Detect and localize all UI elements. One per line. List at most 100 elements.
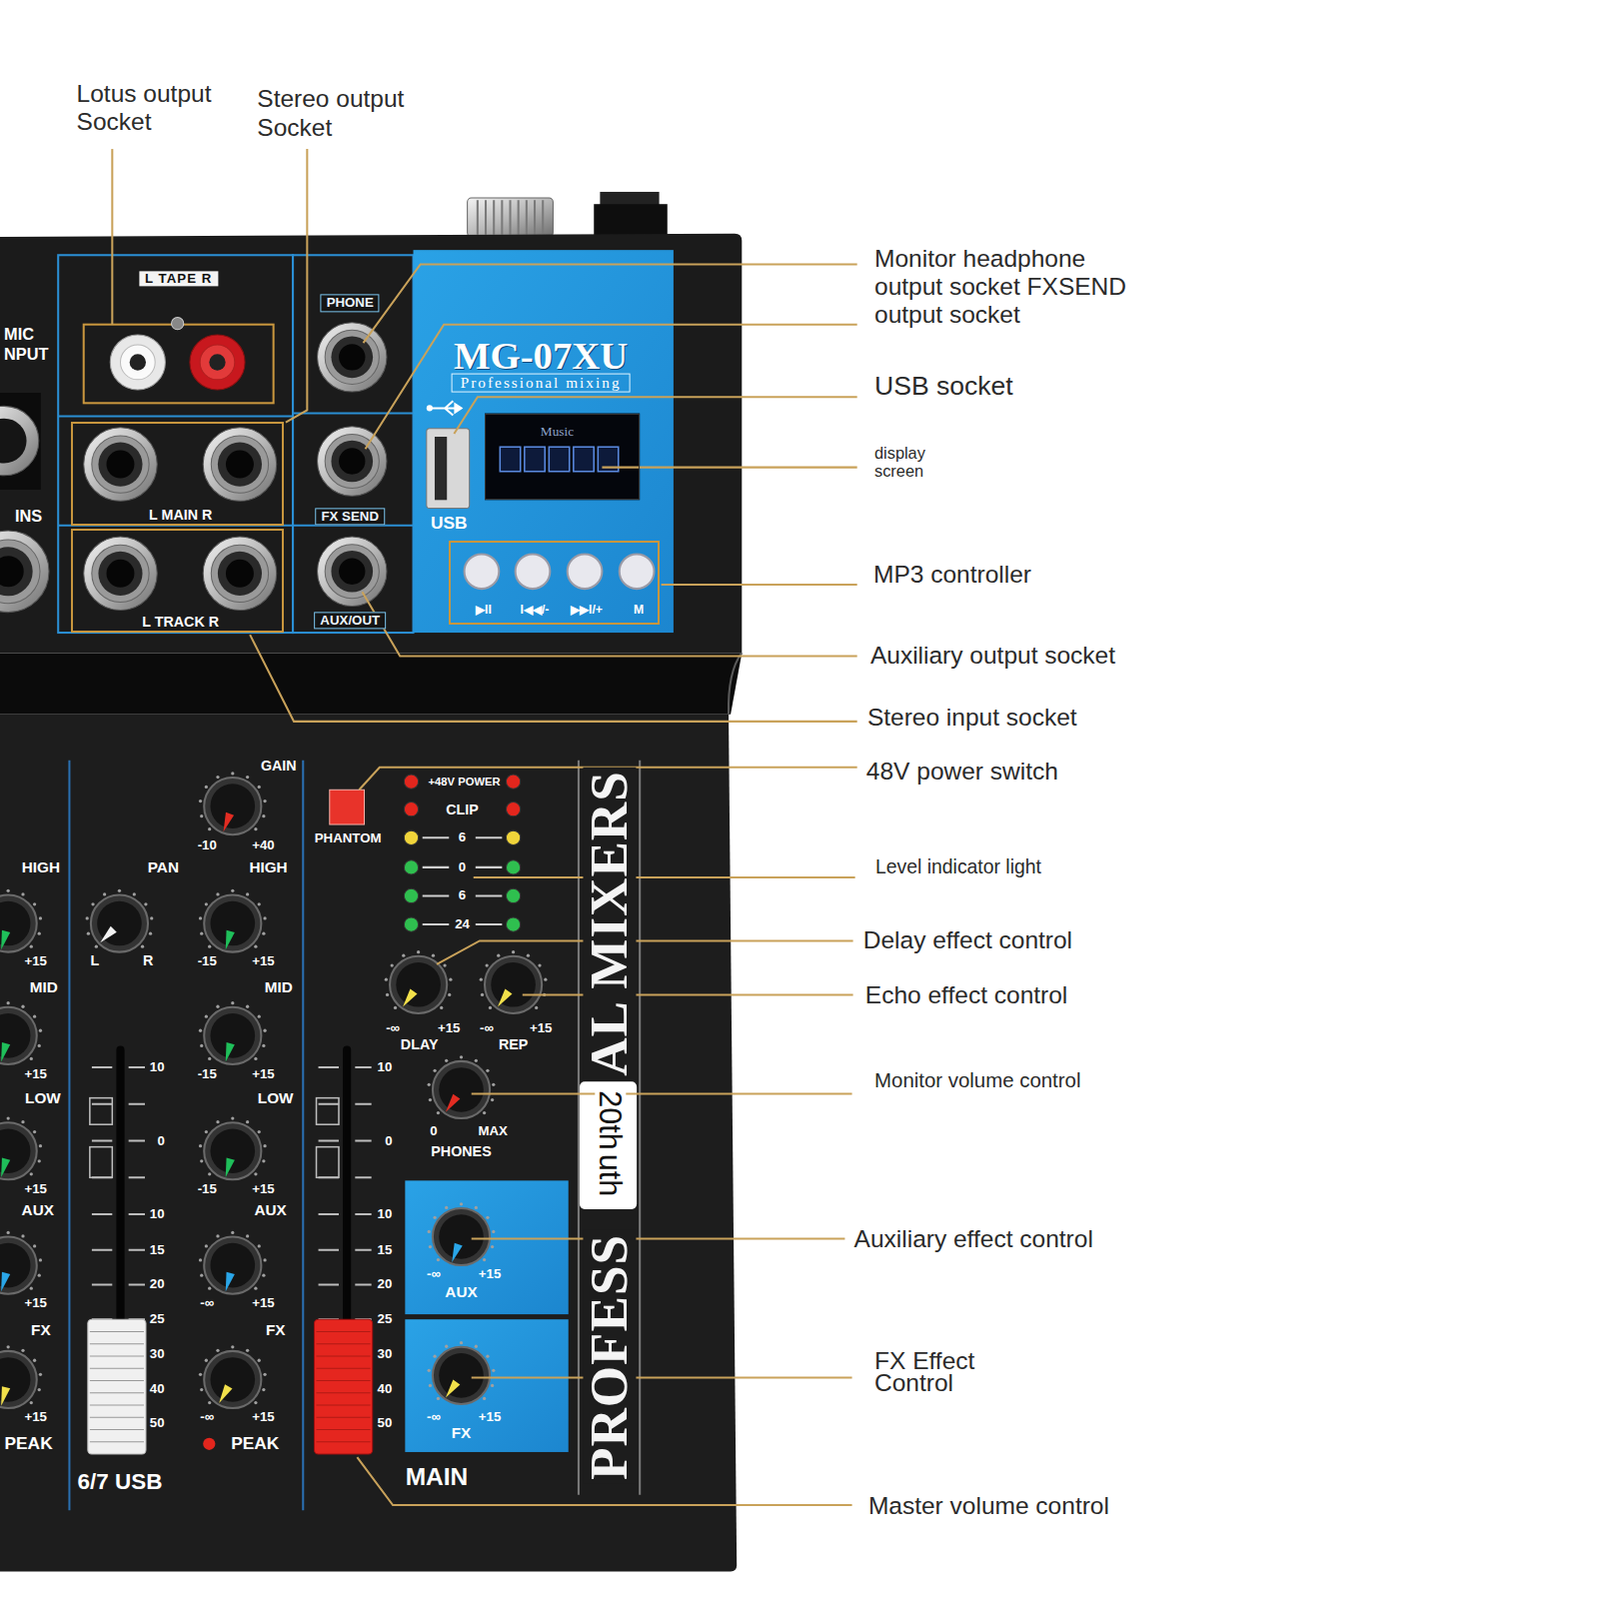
knob-tick (485, 963, 489, 967)
leader-line (362, 263, 857, 343)
node-text: ▶II (475, 601, 492, 616)
knob-tick (215, 1005, 219, 1009)
panel-label: MIC (3, 323, 34, 343)
jack-ring (324, 433, 379, 488)
jack-hole (106, 559, 135, 588)
peak-led (202, 1438, 215, 1451)
channel-divider (67, 760, 70, 1511)
knob-body (389, 956, 447, 1014)
fx-box: -∞+15FX (404, 1319, 568, 1453)
jack-ring (91, 544, 149, 602)
knob-tick (32, 1015, 36, 1019)
rotary-knob (85, 889, 154, 953)
knob-tick (198, 1258, 202, 1262)
knob-tick (253, 827, 257, 831)
fader (87, 1046, 146, 1455)
front-panel (0, 714, 737, 1573)
rca-socket-red (208, 353, 225, 370)
band-edge (638, 760, 641, 1496)
fader-groove (316, 1417, 371, 1419)
knob-tick (37, 932, 41, 936)
jack-group: L TRACK R (70, 528, 283, 633)
scale-number: 0 (429, 1124, 437, 1140)
knob-tick (257, 785, 261, 789)
knob-pointer (218, 1384, 232, 1404)
knob-tick (262, 1029, 266, 1033)
panel-edge (728, 652, 742, 714)
knob-label: LOW (24, 1089, 61, 1108)
knob-body (0, 1007, 37, 1065)
leader-line (436, 940, 854, 964)
knob-pointer (445, 1380, 460, 1399)
knob-tick (199, 932, 203, 936)
knob-tick (6, 1001, 10, 1005)
node-text: AUX (444, 1283, 477, 1302)
knob-tick (474, 1206, 478, 1210)
knob-body (203, 777, 261, 835)
blue-panel (413, 249, 674, 633)
level-meter (403, 774, 520, 932)
jack-hole (225, 559, 254, 588)
scale-number: -10 (197, 838, 217, 854)
node-text: ▶▶I/+ (570, 601, 603, 616)
scale-number: 10 (149, 1206, 165, 1222)
knob-tick (436, 1111, 440, 1115)
knob-tick (490, 1098, 494, 1102)
knob-tick (207, 1172, 211, 1176)
knob-tick (85, 916, 89, 920)
callout-label: Auxiliary effect control (854, 1224, 1094, 1253)
knob-label: AUX (253, 1201, 286, 1220)
knob-tick (198, 1144, 202, 1148)
node-text: -∞ (426, 1267, 441, 1283)
led (403, 774, 418, 789)
node-text: FX (451, 1424, 472, 1443)
knob-tick (204, 1015, 208, 1019)
scale-number: +15 (529, 1021, 553, 1037)
scale-number: 10 (377, 1206, 393, 1222)
scale-number: -∞ (479, 1021, 494, 1037)
knob-label: LOW (257, 1089, 294, 1108)
scale-number: +15 (23, 1295, 47, 1311)
callout-label: Stereo output Socket (256, 84, 436, 141)
display-icon (573, 446, 594, 472)
callout-label: Auxiliary output socket (870, 640, 1116, 669)
knob-tick (474, 1059, 478, 1063)
knob-tick (262, 1373, 266, 1377)
knob-label: MID (264, 979, 293, 998)
jack-group: L MAIN R (70, 421, 283, 526)
rotary-knob (384, 950, 453, 1014)
knob-cap (209, 1013, 255, 1059)
callout-label: FX Effect Control (874, 1350, 998, 1395)
knob-tick (90, 902, 94, 906)
knob-tick (230, 1116, 234, 1120)
panel-label: INS (14, 505, 42, 525)
scale-number: 20 (149, 1277, 165, 1293)
knob-tick (204, 1359, 208, 1363)
knob-pointer (497, 988, 512, 1007)
ground-screw (171, 317, 184, 330)
led (505, 774, 520, 789)
knob-tick (143, 902, 147, 906)
knob-pointer (445, 1094, 460, 1113)
panel-label: AUX/OUT (313, 611, 386, 629)
rotary-knob (198, 771, 267, 835)
led (403, 917, 418, 932)
knob-label: MID (29, 979, 58, 998)
knob-body (203, 1351, 261, 1409)
knob-tick (385, 993, 389, 997)
fader-groove (89, 1355, 144, 1357)
knob-tick (534, 1006, 538, 1010)
knob-tick (207, 1401, 211, 1405)
scale-number: 25 (377, 1312, 393, 1328)
knob-tick (448, 978, 452, 982)
knob-tick (253, 1057, 257, 1061)
knob-pointer (225, 1157, 235, 1178)
jack-ring (210, 435, 268, 493)
fader-groove (89, 1380, 144, 1382)
scale-number: +15 (251, 953, 275, 969)
scale-number: -∞ (199, 1295, 214, 1311)
jack-ring (210, 544, 268, 602)
display-icons (499, 446, 618, 472)
knob-tick (20, 892, 24, 896)
knob-tick (439, 1006, 443, 1010)
